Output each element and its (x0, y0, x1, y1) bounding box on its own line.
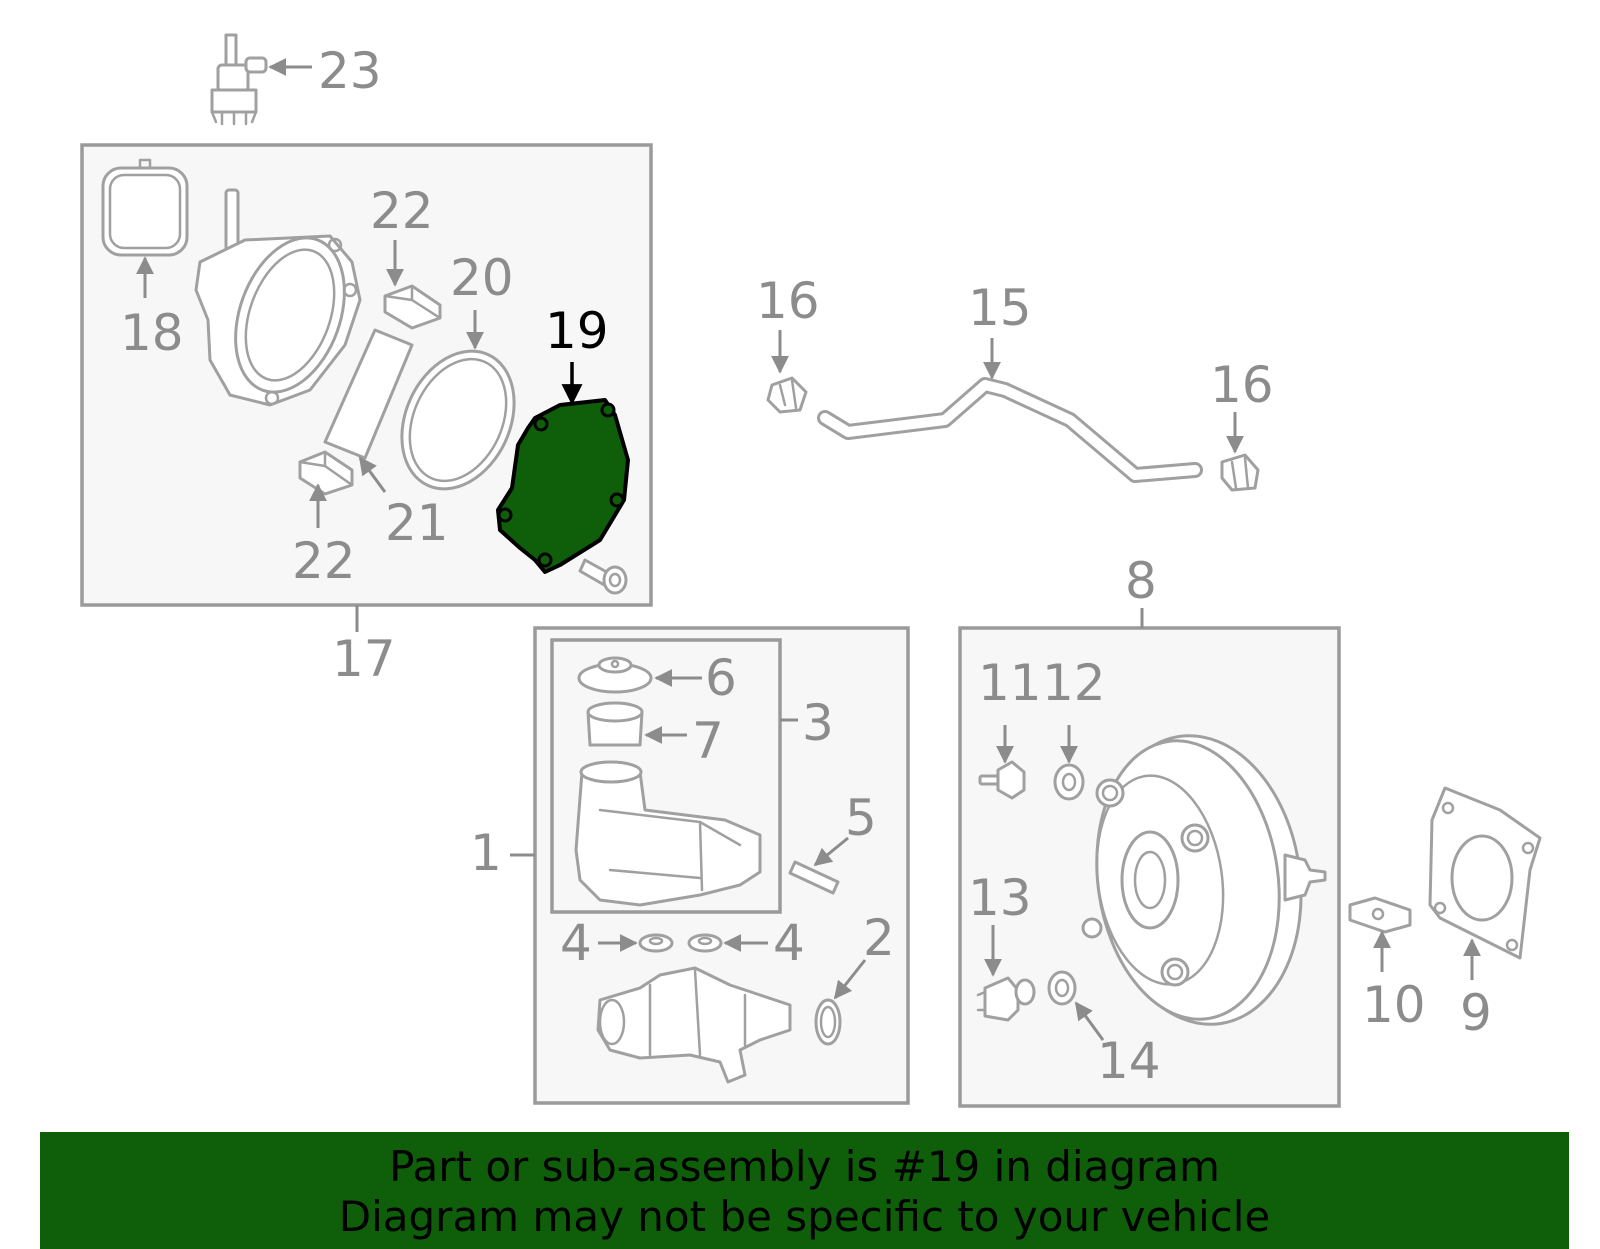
part-3-reservoir[interactable] (574, 760, 762, 907)
label-14: 14 (1097, 1032, 1161, 1090)
label-9: 9 (1460, 984, 1492, 1042)
label-4-right: 4 (773, 914, 805, 972)
label-16-left: 16 (756, 272, 820, 330)
label-3: 3 (802, 694, 834, 752)
label-22-upper: 22 (370, 182, 434, 240)
part-22-upper-bracket[interactable] (383, 284, 442, 330)
leader-2 (833, 959, 867, 1000)
leader-21 (358, 456, 387, 493)
part-13-check-valve[interactable] (976, 976, 1036, 1022)
part-4-grommet-left[interactable] (638, 933, 674, 953)
part-4-grommet-right[interactable] (687, 933, 723, 953)
label-8: 8 (1125, 552, 1157, 610)
banner-line-2: Diagram may not be specific to your vehi… (338, 1192, 1271, 1241)
part-5-pin[interactable] (788, 860, 840, 895)
part-17-pump-housing[interactable] (194, 188, 364, 407)
leader-14 (1074, 1001, 1105, 1041)
part-10-spacer[interactable] (1348, 896, 1412, 934)
part-6-reservoir-cap[interactable] (577, 656, 653, 694)
label-12: 12 (1042, 654, 1106, 712)
part-7-strainer[interactable] (586, 701, 644, 747)
label-1: 1 (470, 824, 502, 882)
banner-line-1: Part or sub-assembly is #19 in diagram (389, 1142, 1220, 1191)
label-11: 11 (978, 654, 1042, 712)
label-6: 6 (705, 649, 737, 707)
label-16-right: 16 (1210, 356, 1274, 414)
label-17: 17 (332, 630, 396, 688)
leader-5 (813, 836, 849, 867)
label-5: 5 (845, 789, 877, 847)
part-23-valve[interactable] (210, 33, 268, 126)
part-14-grommet[interactable] (1047, 970, 1077, 1006)
part-15-vacuum-hose[interactable] (817, 377, 1203, 483)
label-4-left: 4 (560, 914, 592, 972)
label-20: 20 (450, 249, 514, 307)
label-19: 19 (545, 302, 609, 360)
part-1-master-cylinder[interactable] (596, 966, 792, 1084)
label-7: 7 (692, 712, 724, 770)
label-18: 18 (120, 304, 184, 362)
label-15: 15 (968, 279, 1032, 337)
part-16-clamp-right[interactable] (1220, 453, 1260, 492)
bolt[interactable] (578, 558, 628, 595)
part-12-grommet[interactable] (1053, 763, 1085, 801)
part-8-brake-booster[interactable] (1079, 722, 1327, 1037)
part-16-clamp-left[interactable] (766, 376, 808, 414)
part-18-gasket[interactable] (101, 158, 189, 257)
label-22-lower: 22 (292, 532, 356, 590)
label-23: 23 (318, 42, 382, 100)
label-13: 13 (968, 869, 1032, 927)
label-2: 2 (863, 909, 895, 967)
part-20-o-ring[interactable] (380, 333, 535, 507)
part-9-gasket[interactable] (1428, 786, 1542, 960)
label-10: 10 (1362, 976, 1426, 1034)
part-11-stud[interactable] (978, 760, 1026, 800)
part-19-cover-highlighted[interactable] (496, 398, 630, 574)
part-2-o-ring[interactable] (814, 998, 842, 1046)
label-21: 21 (385, 494, 449, 552)
info-banner: Part or sub-assembly is #19 in diagram D… (40, 1132, 1569, 1249)
